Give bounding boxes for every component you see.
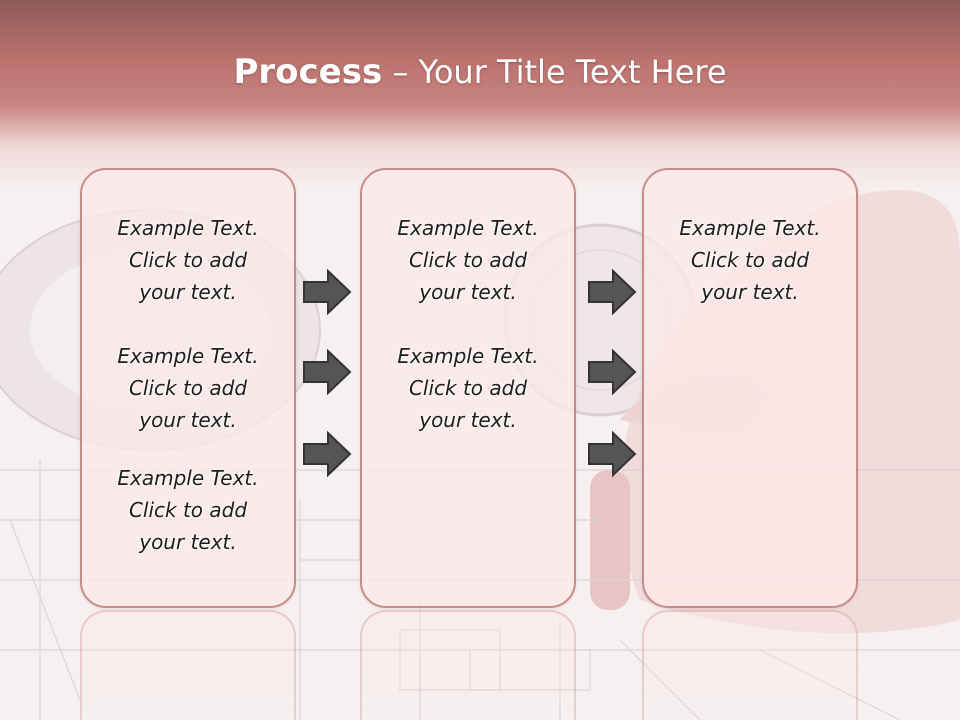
text-line: Example Text. bbox=[397, 216, 539, 240]
text-placeholder[interactable]: Example Text. Click to add your text. bbox=[82, 212, 294, 308]
text-placeholder[interactable]: Example Text. Click to add your text. bbox=[362, 340, 574, 436]
text-line: Click to add bbox=[408, 248, 528, 272]
arrow-right-icon bbox=[588, 430, 637, 478]
text-line: your text. bbox=[139, 530, 237, 554]
text-line: your text. bbox=[139, 280, 237, 304]
text-placeholder[interactable]: Example Text. Click to add your text. bbox=[82, 462, 294, 558]
text-line: Example Text. bbox=[397, 344, 539, 368]
text-line: Example Text. bbox=[117, 216, 259, 240]
text-line: Click to add bbox=[128, 376, 248, 400]
text-line: your text. bbox=[701, 280, 799, 304]
process-box-1[interactable]: Example Text. Click to add your text. Ex… bbox=[80, 168, 296, 608]
arrow-right-icon bbox=[303, 268, 352, 316]
process-box-2[interactable]: Example Text. Click to add your text. Ex… bbox=[360, 168, 576, 608]
text-placeholder[interactable]: Example Text. Click to add your text. bbox=[362, 212, 574, 308]
arrow-right-icon bbox=[588, 268, 637, 316]
text-line: Click to add bbox=[128, 248, 248, 272]
arrow-right-icon bbox=[588, 348, 637, 396]
box-reflection bbox=[642, 610, 858, 720]
title-bold: Process bbox=[233, 52, 383, 92]
box-reflection bbox=[360, 610, 576, 720]
slide-title[interactable]: Process – Your Title Text Here bbox=[0, 52, 960, 92]
text-line: Example Text. bbox=[117, 344, 259, 368]
text-line: Click to add bbox=[690, 248, 810, 272]
title-rest: – Your Title Text Here bbox=[382, 53, 727, 91]
arrow-right-icon bbox=[303, 430, 352, 478]
text-placeholder[interactable]: Example Text. Click to add your text. bbox=[82, 340, 294, 436]
text-line: Click to add bbox=[128, 498, 248, 522]
arrow-right-icon bbox=[303, 348, 352, 396]
process-box-3[interactable]: Example Text. Click to add your text. bbox=[642, 168, 858, 608]
text-line: your text. bbox=[419, 408, 517, 432]
box-reflection bbox=[80, 610, 296, 720]
text-line: Example Text. bbox=[117, 466, 259, 490]
text-line: Click to add bbox=[408, 376, 528, 400]
text-line: your text. bbox=[419, 280, 517, 304]
text-line: your text. bbox=[139, 408, 237, 432]
text-placeholder[interactable]: Example Text. Click to add your text. bbox=[644, 212, 856, 308]
text-line: Example Text. bbox=[679, 216, 821, 240]
title-band bbox=[0, 0, 960, 190]
